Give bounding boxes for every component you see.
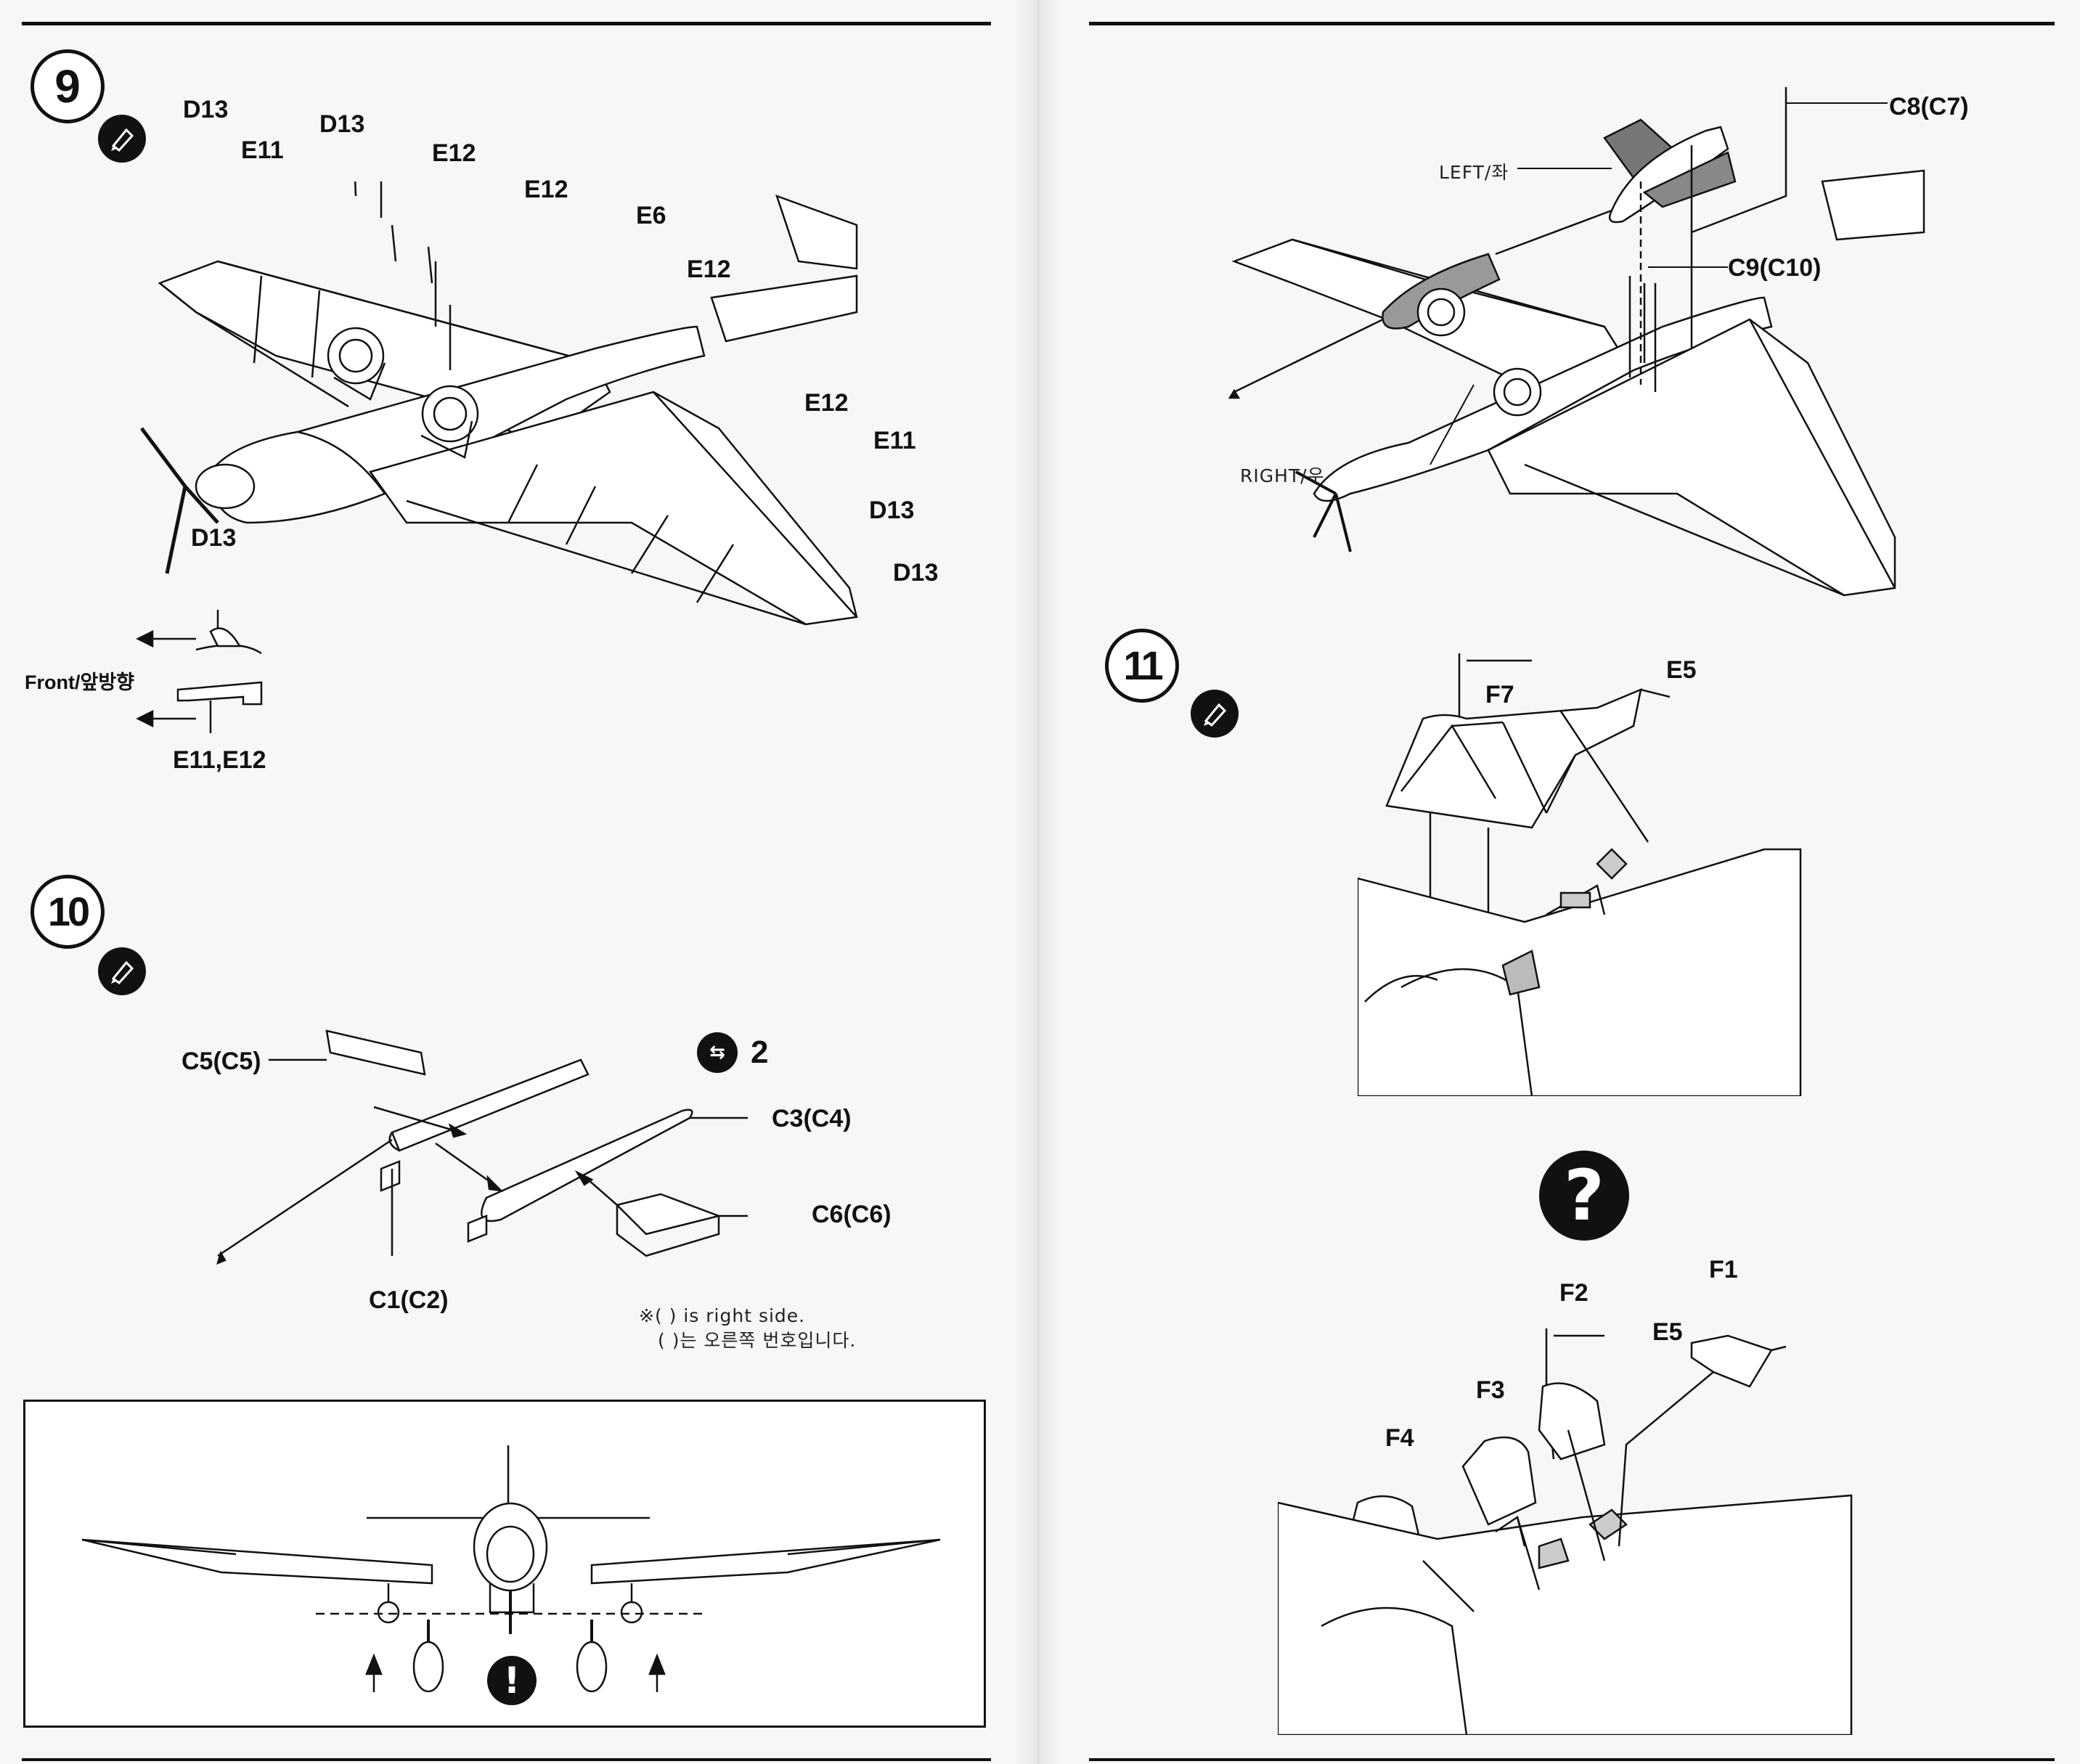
label-c1: C1(C2)	[369, 1286, 449, 1314]
step-10-drop-tank-diagram	[216, 1029, 748, 1265]
detail-label-e11-e12: E11,E12	[173, 746, 266, 774]
front-view-box: !	[23, 1400, 986, 1728]
step-9-direction-detail	[136, 610, 263, 733]
open-canopy-diagram	[1278, 1328, 1853, 1735]
label-e11: E11	[873, 427, 916, 454]
label-c8: C8(C7)	[1889, 93, 1969, 121]
label-right: RIGHT/우	[1240, 465, 1325, 486]
drop-tank-installation-diagram	[1228, 87, 1925, 597]
optional-parts-icon: ⇆	[697, 1032, 738, 1073]
bottom-rule-right	[1089, 1758, 2055, 1761]
label-d13: D13	[319, 110, 365, 138]
label-e12: E12	[524, 176, 568, 203]
question-icon: ?	[1539, 1151, 1629, 1241]
label-e5: E5	[1652, 1318, 1683, 1346]
step-9-number: 9	[30, 49, 105, 123]
detail-label-d13: D13	[191, 524, 237, 552]
step-9-wing-diagram	[140, 181, 858, 626]
label-d13: D13	[869, 497, 915, 524]
step-11-number: 11	[1105, 629, 1179, 703]
cement-icon	[1191, 690, 1239, 738]
cement-icon	[98, 115, 146, 163]
label-e12: E12	[804, 389, 849, 417]
label-f4: F4	[1385, 1424, 1414, 1452]
label-e12: E12	[687, 256, 731, 283]
label-f2: F2	[1559, 1279, 1588, 1307]
page-fold	[1013, 0, 1064, 1764]
label-c5: C5(C5)	[182, 1048, 261, 1075]
front-view-diagram	[81, 1445, 941, 1693]
label-e6: E6	[636, 202, 666, 229]
label-e12: E12	[432, 139, 476, 167]
label-e5: E5	[1666, 656, 1697, 684]
top-rule-right	[1089, 22, 2055, 25]
label-d13: D13	[183, 96, 229, 123]
cement-icon	[98, 947, 146, 995]
label-c9: C9(C10)	[1728, 254, 1822, 282]
leader-lines	[1430, 102, 1888, 465]
label-e11: E11	[241, 136, 284, 164]
right-side-note-en: ※( ) is right side.	[639, 1305, 806, 1326]
label-d13: D13	[893, 559, 939, 587]
right-side-note-ko: ( )는 오른쪽 번호입니다.	[658, 1330, 857, 1351]
bottom-rule-left	[22, 1758, 991, 1761]
optional-parts-count: 2	[751, 1034, 769, 1070]
label-f1: F1	[1709, 1256, 1738, 1283]
detail-label-front: Front/앞방향	[25, 671, 134, 693]
top-rule-left	[22, 22, 991, 25]
warning-icon: !	[487, 1656, 537, 1705]
label-c3: C3(C4)	[772, 1105, 852, 1132]
label-left: LEFT/좌	[1439, 162, 1509, 183]
label-f3: F3	[1476, 1376, 1505, 1404]
step-11-canopy-diagram	[1358, 653, 1802, 1096]
label-c6: C6(C6)	[812, 1201, 892, 1228]
label-f7: F7	[1485, 681, 1514, 709]
step-10-number: 10	[30, 875, 105, 949]
